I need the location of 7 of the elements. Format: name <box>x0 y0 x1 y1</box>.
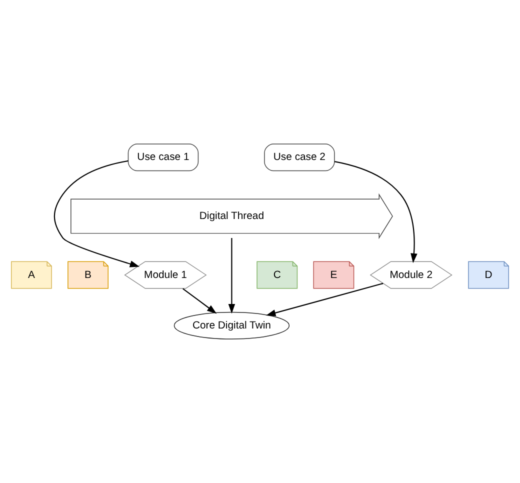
node-ellipse: Core Digital Twin <box>174 312 290 340</box>
arrow <box>334 161 418 264</box>
node-box: Use case 1 <box>128 144 199 172</box>
arrow <box>182 288 217 314</box>
arrow <box>266 282 384 316</box>
arrow <box>228 238 236 314</box>
node-box: Use case 2 <box>264 144 335 172</box>
